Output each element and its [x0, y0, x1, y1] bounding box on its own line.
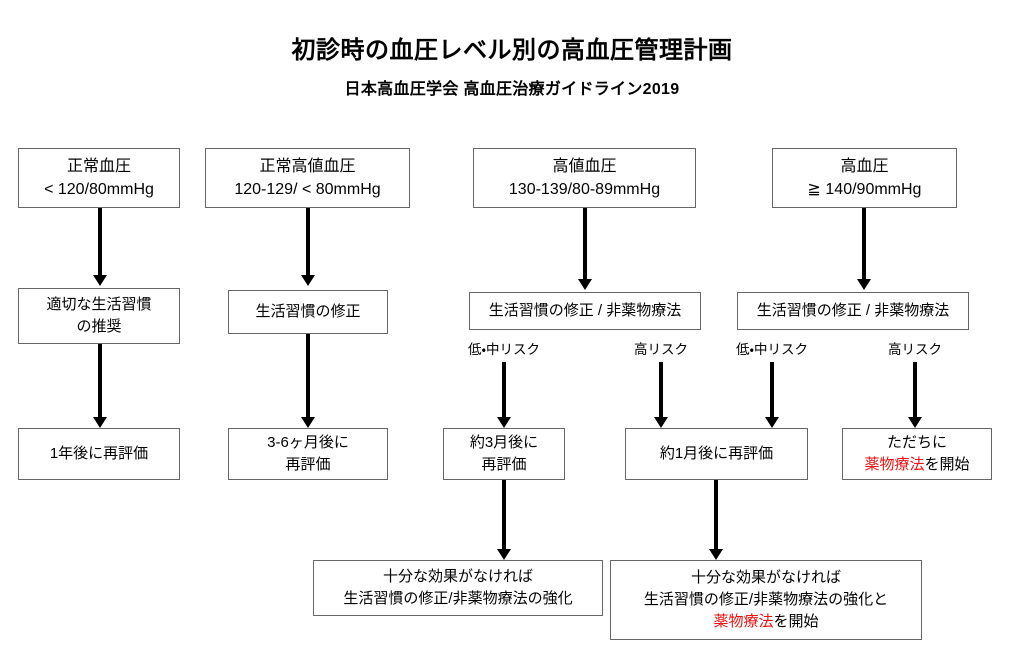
arrow-elevated-low-risk	[496, 362, 512, 428]
immediate-line-1: ただちに	[886, 434, 947, 452]
followup-line-2: 再評価	[285, 456, 331, 473]
arrow-hypertension-high-risk	[907, 362, 923, 428]
risk-label-high-hypertension: 高リスク	[888, 342, 942, 357]
drug-therapy-tail: を開始	[773, 612, 819, 630]
outcome-box-right: 十分な効果がなければ 生活習慣の修正/非薬物療法の強化と 薬物療法を開始	[610, 560, 922, 640]
outcome-line-3: 薬物療法を開始	[713, 611, 818, 633]
outcome-line-2: 生活習慣の修正/非薬物療法の強化と	[643, 591, 889, 609]
category-label: 正常高値血圧	[259, 157, 356, 175]
arrow-high-normal-to-followup	[300, 334, 316, 428]
action-box-high-normal: 生活習慣の修正	[228, 290, 388, 334]
action-line-1: 生活習慣の修正 / 非薬物療法	[756, 302, 950, 320]
action-line-1: 適切な生活習慣	[46, 296, 152, 314]
action-line-1: 生活習慣の修正 / 非薬物療法	[488, 302, 682, 320]
outcome-line-1: 十分な効果がなければ	[690, 569, 841, 587]
action-line-1: 生活習慣の修正	[255, 303, 361, 321]
risk-label-low-mid-elevated: 低・中リスク	[467, 342, 541, 357]
risk-label-low-mid-hypertension: 低・中リスク	[735, 342, 809, 357]
immediate-line-2: 薬物療法を開始	[864, 454, 969, 476]
category-range: 120-129/ < 80mmHg	[234, 181, 381, 198]
category-label: 高値血圧	[552, 157, 617, 175]
drug-therapy-highlight: 薬物療法	[864, 456, 925, 473]
page-subtitle: 日本高血圧学会 高血圧治療ガイドライン2019	[344, 81, 680, 98]
action-box-normal: 適切な生活習慣 の推奨	[18, 288, 180, 344]
arrow-normal-to-followup	[92, 344, 108, 428]
category-label: 高血圧	[840, 157, 889, 175]
category-box-elevated: 高値血圧 130-139/80-89mmHg	[473, 148, 696, 208]
followup-line-1: 1年後に再評価	[49, 445, 149, 463]
outcome-box-left: 十分な効果がなければ 生活習慣の修正/非薬物療法の強化	[313, 560, 603, 616]
followup-box-normal: 1年後に再評価	[18, 428, 180, 480]
drug-therapy-tail: を開始	[924, 456, 970, 473]
followup-box-elevated: 約3月後に 再評価	[443, 428, 565, 480]
category-range: < 120/80mmHg	[44, 181, 154, 198]
action-box-hypertension: 生活習慣の修正 / 非薬物療法	[737, 292, 969, 330]
followup-line-1: 約1月後に再評価	[659, 445, 774, 463]
action-line-2: の推奨	[76, 318, 122, 335]
followup-box-one-month: 約1月後に再評価	[625, 428, 808, 480]
arrow-to-outcome-left	[496, 480, 512, 560]
arrow-hypertension-low-risk	[764, 362, 780, 428]
category-box-high-normal: 正常高値血圧 120-129/ < 80mmHg	[205, 148, 410, 208]
action-box-elevated: 生活習慣の修正 / 非薬物療法	[469, 292, 701, 330]
category-range: ≧ 140/90mmHg	[807, 181, 922, 198]
category-box-normal: 正常血圧 < 120/80mmHg	[18, 148, 180, 208]
followup-line-2: 再評価	[481, 456, 527, 473]
immediate-drug-therapy-box: ただちに 薬物療法を開始	[842, 428, 992, 480]
category-box-hypertension: 高血圧 ≧ 140/90mmHg	[772, 148, 957, 208]
followup-line-1: 約3月後に	[469, 434, 539, 452]
arrow-elevated-to-action	[577, 208, 593, 290]
followup-line-1: 3-6ヶ月後に	[267, 434, 349, 452]
arrow-elevated-high-risk	[653, 362, 669, 428]
arrow-to-outcome-right	[708, 480, 724, 560]
followup-box-high-normal: 3-6ヶ月後に 再評価	[228, 428, 388, 480]
category-label: 正常血圧	[66, 157, 131, 175]
category-range: 130-139/80-89mmHg	[508, 181, 661, 198]
arrow-high-normal-to-action	[300, 208, 316, 286]
arrow-normal-to-action	[92, 208, 108, 286]
arrow-hypertension-to-action	[856, 208, 872, 290]
drug-therapy-highlight: 薬物療法	[713, 612, 774, 630]
risk-label-high-elevated: 高リスク	[634, 342, 688, 357]
page-title: 初診時の血圧レベル別の高血圧管理計画	[291, 37, 733, 64]
outcome-line-1: 十分な効果がなければ	[382, 568, 533, 586]
outcome-line-2: 生活習慣の修正/非薬物療法の強化	[343, 590, 573, 607]
